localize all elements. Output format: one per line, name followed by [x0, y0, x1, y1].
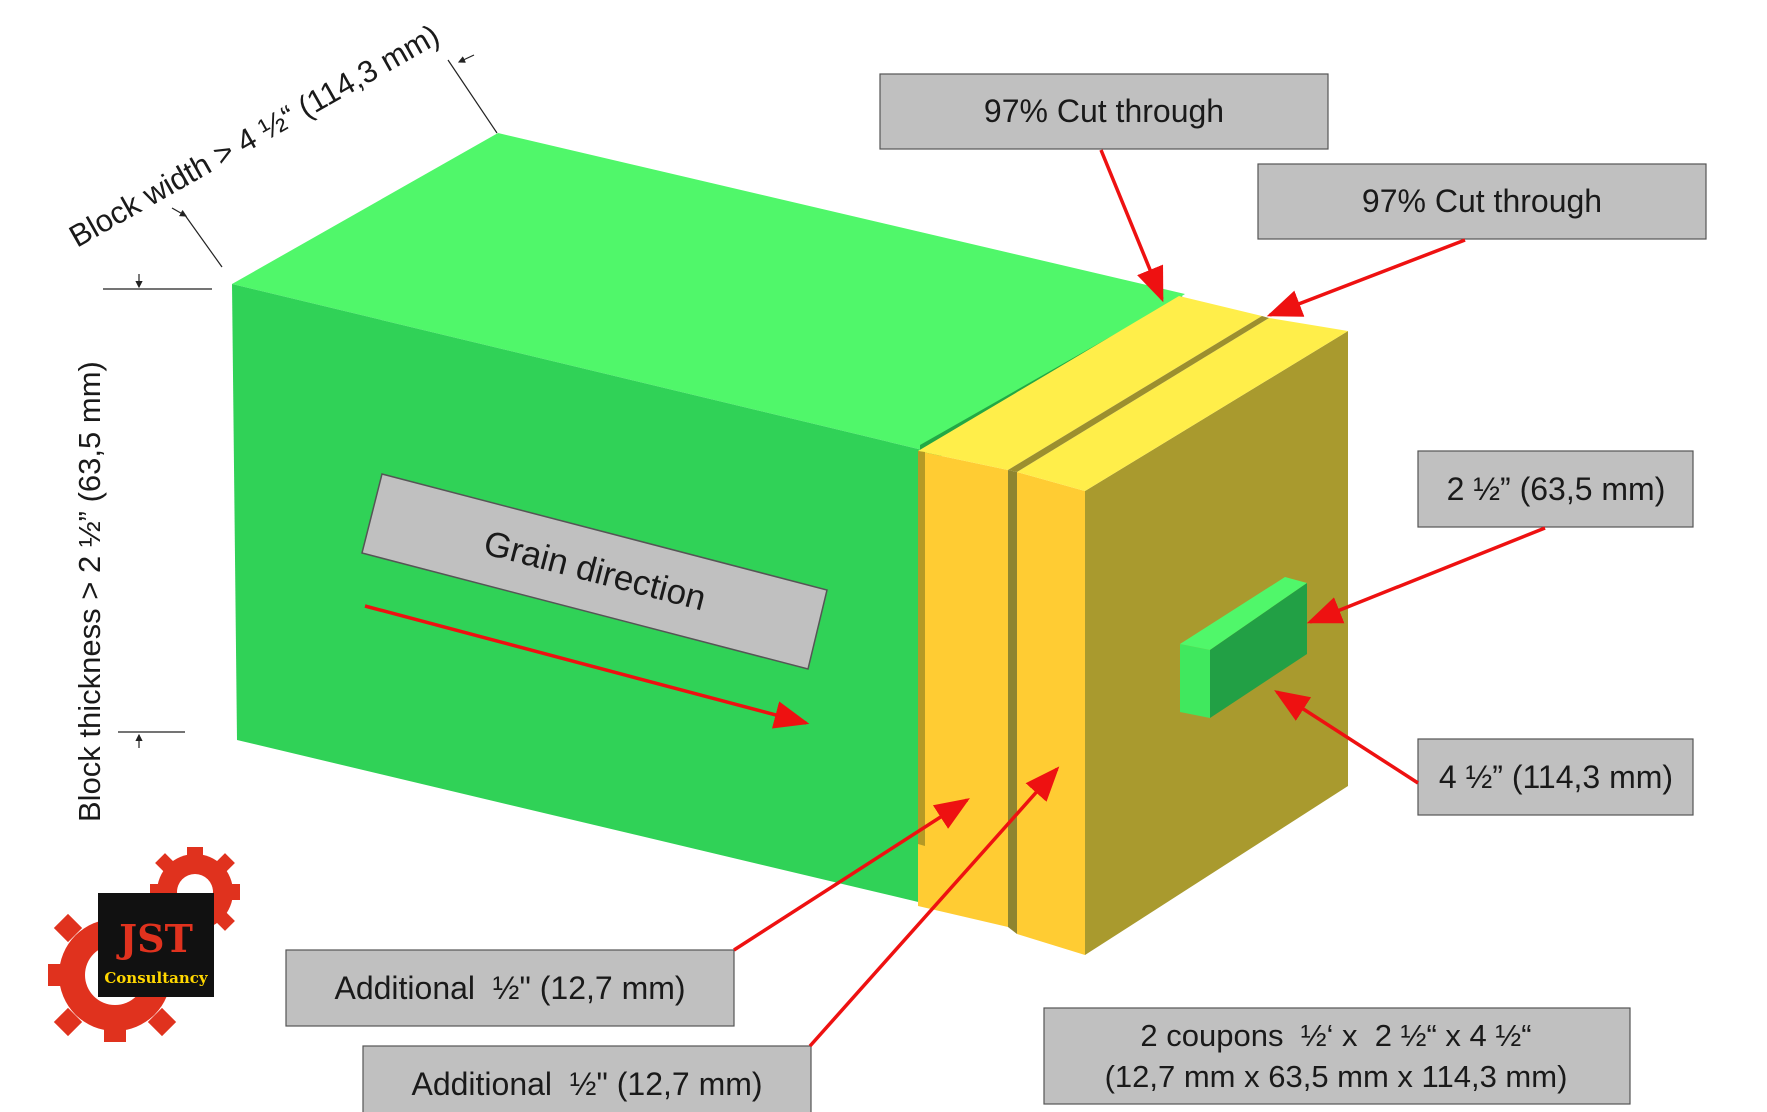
additional-1-arrow [733, 798, 970, 952]
coupon-2-front [1017, 472, 1085, 955]
coupon-height-box [1417, 450, 1694, 528]
coupon-1-front [918, 451, 1008, 927]
logo-consultancy: Consultancy [104, 969, 209, 987]
coupon-1-top [918, 296, 1262, 470]
callout-arrows [364, 149, 1546, 1048]
specimen-top [1180, 577, 1307, 650]
dimension-lines [103, 54, 498, 748]
additional-2-label: Additional ½" (12,7 mm) [411, 1066, 762, 1102]
additional-2-arrow [808, 766, 1060, 1048]
coupon-2-top [1017, 318, 1348, 491]
coupons-summary-line2: (12,7 mm x 63,5 mm x 114,3 mm) [1105, 1059, 1568, 1094]
additional-2-box [362, 1045, 812, 1112]
cut-through-1-arrow [1099, 149, 1164, 303]
cut-through-2-arrow [1266, 238, 1466, 317]
coupon-width-arrow [1274, 690, 1419, 785]
cut-through-1-label: 97% Cut through [984, 93, 1224, 129]
cut-through-2-label: 97% Cut through [1362, 183, 1602, 219]
coupon-width-box [1417, 738, 1694, 816]
coupons-summary-line1: 2 coupons ½‘ x 2 ½“ x 4 ½“ [1140, 1018, 1531, 1053]
coupons-summary-box [1043, 1007, 1631, 1105]
additional-1-box [285, 949, 735, 1027]
kerf-slot-1 [1008, 470, 1017, 934]
specimen-front [1180, 644, 1210, 718]
grain-direction-arrow [364, 604, 810, 729]
coupon-height-label: 2 ½” (63,5 mm) [1447, 471, 1666, 507]
coupon-height-arrow [1306, 526, 1546, 624]
jst-consultancy-logo: JST Consultancy [48, 847, 240, 1042]
specimen-block [1180, 577, 1307, 718]
cut-through-2-box [1257, 163, 1707, 240]
grain-direction-box [361, 473, 828, 670]
coupon-width-label: 4 ½” (114,3 mm) [1439, 759, 1673, 795]
kerf-slot-1-top [1008, 316, 1269, 472]
grain-direction-callout: Grain direction [361, 473, 828, 670]
kerf-slot-0 [918, 451, 925, 846]
block-top-face [232, 133, 1185, 453]
block-thickness-dimension: Block thickness > 2 ½” (63,5 mm) [72, 361, 107, 822]
callout-boxes: 97% Cut through 97% Cut through 2 ½” (63… [285, 73, 1707, 1112]
cut-through-1-box [879, 73, 1329, 150]
logo-jst: JST [116, 916, 193, 961]
logo-badge [98, 893, 214, 997]
additional-1-label: Additional ½" (12,7 mm) [334, 970, 685, 1006]
specimen-side [1210, 583, 1307, 718]
